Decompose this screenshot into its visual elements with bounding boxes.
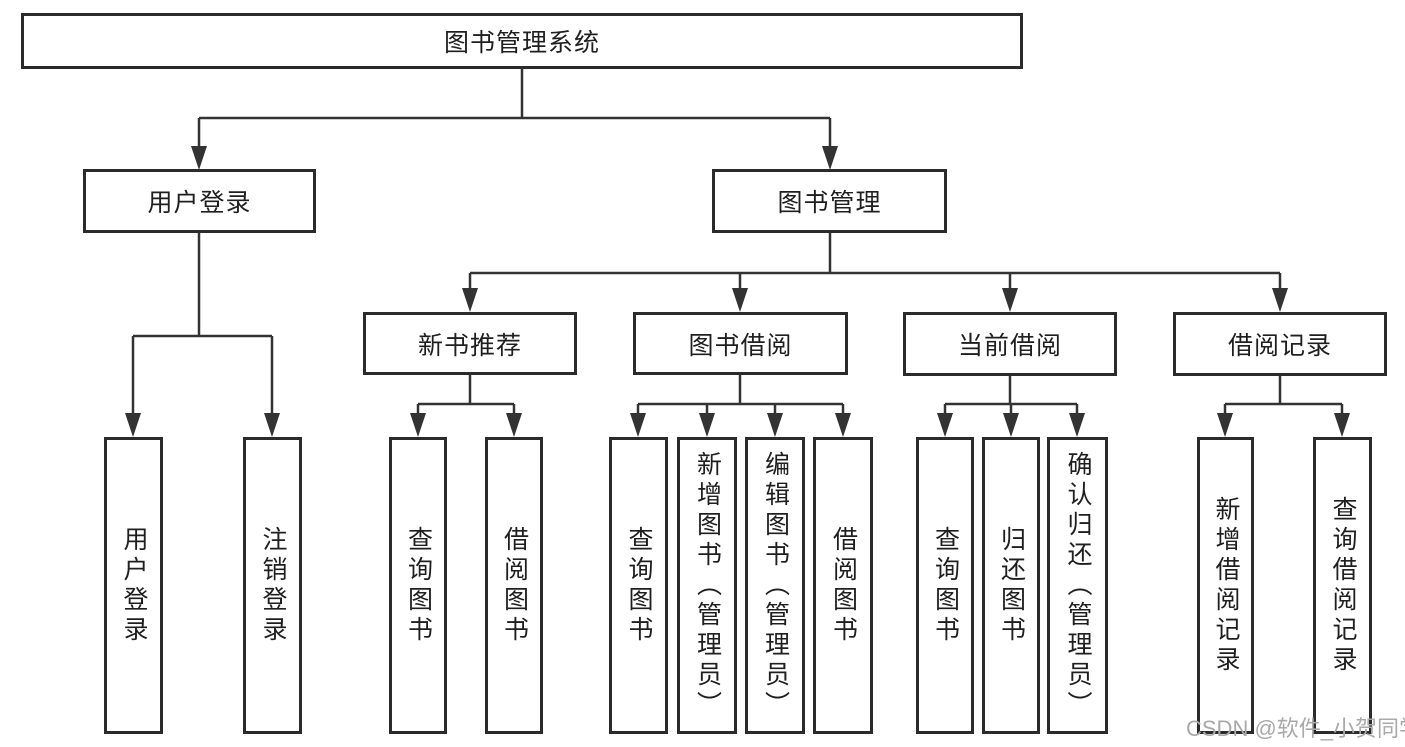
leaf-add-borrow-record: 新增借阅记录 xyxy=(1197,437,1254,734)
leaf-logout: 注销登录 xyxy=(243,437,302,734)
leaf-label: 借阅图书 xyxy=(500,525,529,646)
leaf-return-books: 归还图书 xyxy=(982,437,1040,734)
node-label: 借阅记录 xyxy=(1227,332,1332,360)
leaf-query-books-recommend: 查询图书 xyxy=(389,437,447,734)
leaf-label: 查询图书 xyxy=(931,525,960,646)
node-borrowing-records: 借阅记录 xyxy=(1173,312,1387,376)
leaf-label: 查询图书 xyxy=(404,525,433,646)
leaf-label: 编辑图书（管理员） xyxy=(761,450,790,721)
leaf-borrow-books-borrowing: 借阅图书 xyxy=(813,437,873,734)
leaf-borrow-books-recommend: 借阅图书 xyxy=(485,437,543,734)
node-book-management: 图书管理 xyxy=(712,169,947,233)
leaf-label: 注销登录 xyxy=(259,525,287,646)
node-new-book-recommendation: 新书推荐 xyxy=(363,312,577,375)
leaf-confirm-return-admin: 确认归还（管理员） xyxy=(1047,437,1108,734)
leaf-label: 用户登录 xyxy=(120,525,148,646)
leaf-edit-book-admin: 编辑图书（管理员） xyxy=(745,437,805,734)
node-label: 新书推荐 xyxy=(417,331,522,360)
leaf-label: 新增图书（管理员） xyxy=(693,450,722,721)
node-current-borrowing: 当前借阅 xyxy=(903,312,1117,376)
leaf-label: 查询借阅记录 xyxy=(1329,495,1357,676)
leaf-label: 归还图书 xyxy=(997,525,1026,646)
leaf-query-borrow-record: 查询借阅记录 xyxy=(1313,437,1372,734)
node-label: 当前借阅 xyxy=(957,332,1062,360)
node-user-login: 用户登录 xyxy=(83,169,316,233)
leaf-user-login: 用户登录 xyxy=(104,437,163,734)
node-label: 用户登录 xyxy=(147,189,252,217)
arrowheads xyxy=(125,146,1350,437)
leaf-label: 借阅图书 xyxy=(829,525,858,646)
node-label: 图书管理系统 xyxy=(443,29,600,57)
leaf-label: 查询图书 xyxy=(625,525,653,646)
leaf-query-books-current: 查询图书 xyxy=(916,437,974,734)
leaf-query-books-borrowing: 查询图书 xyxy=(609,437,668,734)
leaf-label: 确认归还（管理员） xyxy=(1064,450,1092,721)
node-library-management-system: 图书管理系统 xyxy=(21,13,1023,69)
node-label: 图书管理 xyxy=(777,189,882,217)
leaf-add-book-admin: 新增图书（管理员） xyxy=(677,437,737,734)
csdn-watermark: CSDN @软件_小贺同学 xyxy=(1186,716,1405,741)
node-book-borrowing: 图书借阅 xyxy=(633,312,848,375)
node-label: 图书借阅 xyxy=(688,331,793,360)
leaf-label: 新增借阅记录 xyxy=(1212,495,1240,676)
